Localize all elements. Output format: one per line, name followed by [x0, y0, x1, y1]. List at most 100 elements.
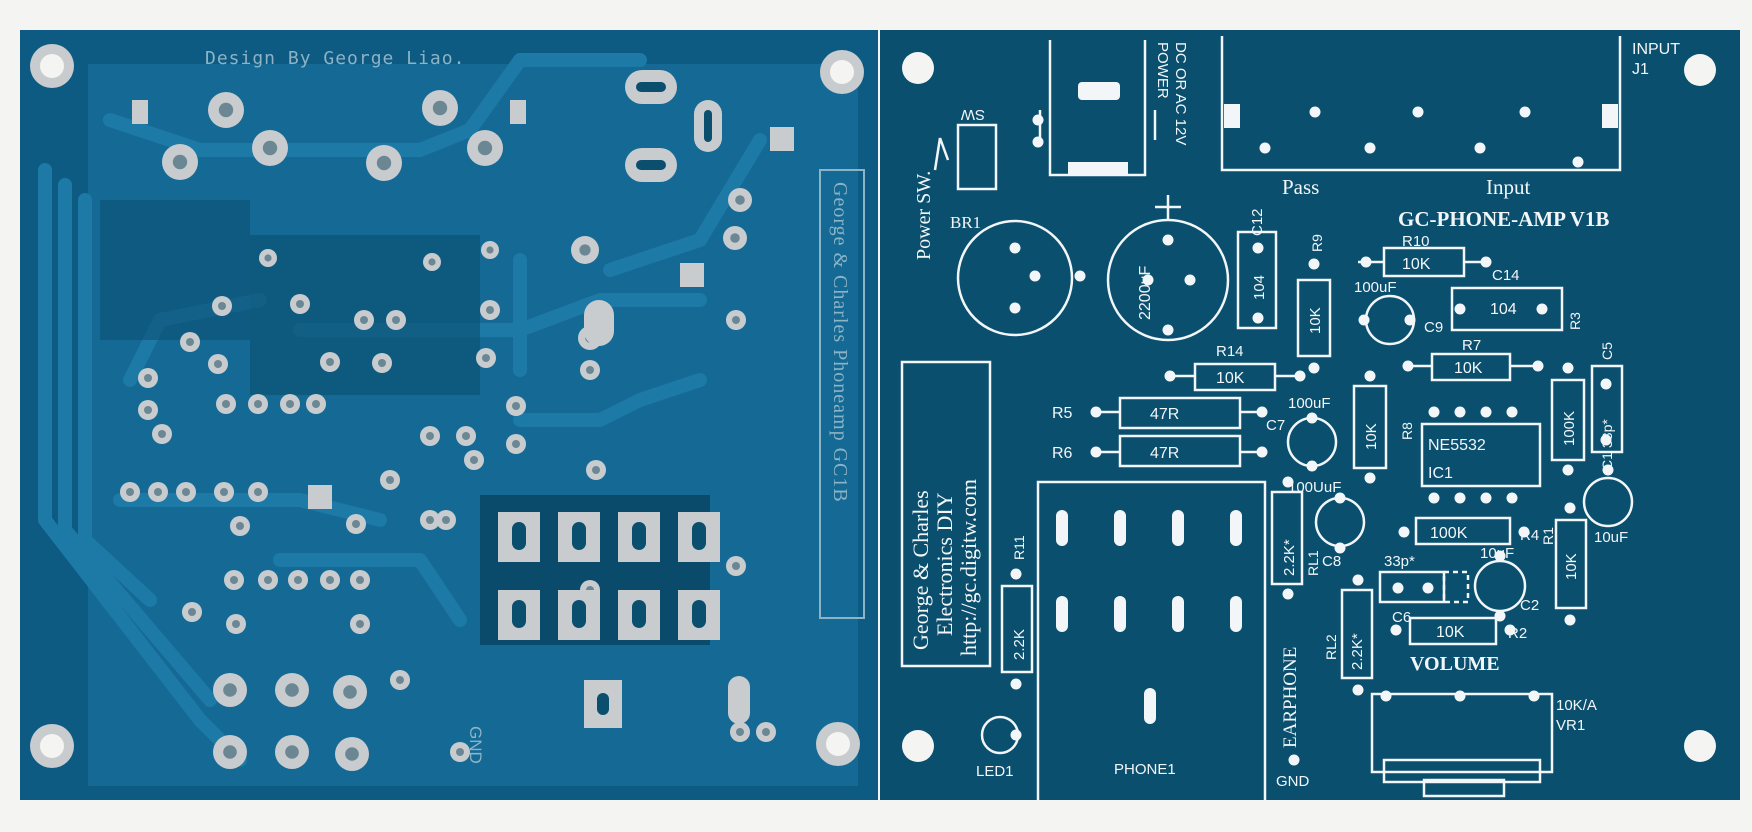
drill-hole: [486, 246, 494, 254]
drill-hole: [326, 358, 334, 366]
jack-slot-silk: [1114, 510, 1126, 546]
drill-hole: [264, 254, 272, 262]
silk-pad: [1090, 406, 1102, 418]
drill-hole: [428, 258, 436, 266]
silk-pad: [1562, 362, 1574, 374]
rl1-value: 2.2K*: [1281, 539, 1298, 576]
c1-label: C1: [1599, 452, 1615, 470]
silk-pad: [1602, 464, 1614, 476]
rl2-value: 2.2K*: [1349, 633, 1366, 670]
top-pads: [1009, 106, 1614, 766]
silk-pad: [1564, 614, 1576, 626]
jack-slot-silk: [1230, 596, 1242, 632]
drill-hole: [254, 488, 262, 496]
silk-pad: [1402, 360, 1414, 372]
drill-hole: [223, 745, 237, 759]
silk-pad: [1009, 242, 1021, 254]
silk-pad: [1564, 502, 1576, 514]
drill-hole: [356, 576, 364, 584]
drill-hole: [285, 745, 299, 759]
r8-label: R8: [1399, 422, 1415, 440]
silk-pad: [1334, 492, 1346, 504]
drill-hole: [172, 154, 188, 170]
c5-value: 33p*: [1599, 419, 1615, 448]
r2-value: 10K: [1436, 624, 1465, 641]
silk-pad: [1308, 362, 1320, 374]
drill-hole: [730, 233, 740, 243]
r5-label: R5: [1052, 405, 1073, 422]
silk-pad: [1282, 476, 1294, 488]
r11-value: 2.2K: [1011, 629, 1028, 660]
input-label: Input: [1486, 175, 1530, 199]
drill-hole: [214, 360, 222, 368]
r10-value: 10K: [1402, 256, 1431, 273]
drill-hole: [762, 728, 770, 736]
drill-hole: [158, 430, 166, 438]
silk-pad: [1528, 690, 1540, 702]
input-top-label: INPUT: [1632, 41, 1680, 58]
silk-pad: [1306, 412, 1318, 424]
jack-slot: [632, 522, 646, 550]
rl2-label: RL2: [1323, 634, 1339, 660]
drill-hole: [386, 476, 394, 484]
jack-slot: [572, 522, 586, 550]
jack-slot-silk: [1172, 596, 1184, 632]
r7-value: 10K: [1454, 360, 1483, 377]
jack-slot-silk: [1230, 510, 1242, 546]
jack-slot: [512, 522, 526, 550]
drill-hole: [232, 620, 240, 628]
silk-pad: [1256, 406, 1268, 418]
jack-slot: [692, 522, 706, 550]
brand-line-3: http://gc.digitw.com: [956, 479, 981, 656]
jack-slot: [692, 600, 706, 628]
ic-part-label: NE5532: [1428, 437, 1486, 454]
c8-label: C8: [1322, 553, 1341, 570]
silk-pad: [1412, 106, 1424, 118]
drill-hole: [236, 522, 244, 530]
drill-hole: [360, 316, 368, 324]
r3-label: R3: [1567, 312, 1583, 330]
vr-value: 10K/A: [1556, 697, 1597, 714]
drill-hole: [470, 456, 478, 464]
jack-slot: [512, 600, 526, 628]
rl1-label: RL1: [1305, 550, 1321, 576]
drill-hole: [486, 306, 494, 314]
silk-pad: [1398, 526, 1410, 538]
silk-pad: [1600, 434, 1612, 446]
drill-hole: [579, 244, 591, 256]
drill-hole: [294, 576, 302, 584]
silk-pad: [1480, 492, 1492, 504]
cap-100uf-a-label: 100uF: [1354, 279, 1397, 296]
led1-label: LED1: [976, 763, 1014, 780]
jack-slot-silk: [1172, 510, 1184, 546]
cap-10uf-b-label: 10uF: [1480, 545, 1514, 562]
mounting-holes-left: [30, 44, 864, 768]
silk-pad: [1164, 370, 1176, 382]
silk-pad: [1364, 370, 1376, 382]
silk-pad: [1454, 492, 1466, 504]
volume-label: VOLUME: [1410, 653, 1500, 675]
drill-hole: [218, 302, 226, 310]
silk-pad: [1010, 678, 1022, 690]
power-label-1: POWER: [1154, 42, 1171, 99]
cap-10uf-a-label: 10uF: [1594, 529, 1628, 546]
silk-pad: [1519, 106, 1531, 118]
r6-label: R6: [1052, 445, 1073, 462]
silk-pad: [1162, 324, 1174, 336]
drill-hole: [285, 683, 299, 697]
r14-label: R14: [1216, 343, 1244, 360]
r8-value: 10K: [1363, 423, 1380, 450]
r11-label: R11: [1011, 535, 1027, 560]
square-pads: [132, 100, 794, 509]
silk-pad: [1074, 270, 1086, 282]
drill-hole: [296, 300, 304, 308]
designer-credit: Design By George Liao.: [205, 48, 465, 69]
silkscreen-outlines: [900, 36, 1634, 800]
silk-pad: [1422, 582, 1434, 594]
drill-hole: [462, 432, 470, 440]
board-side-title: George & Charles Phoneamp GC1B: [829, 182, 851, 503]
r9-value: 10K: [1307, 307, 1324, 334]
silk-pad: [1600, 378, 1612, 390]
